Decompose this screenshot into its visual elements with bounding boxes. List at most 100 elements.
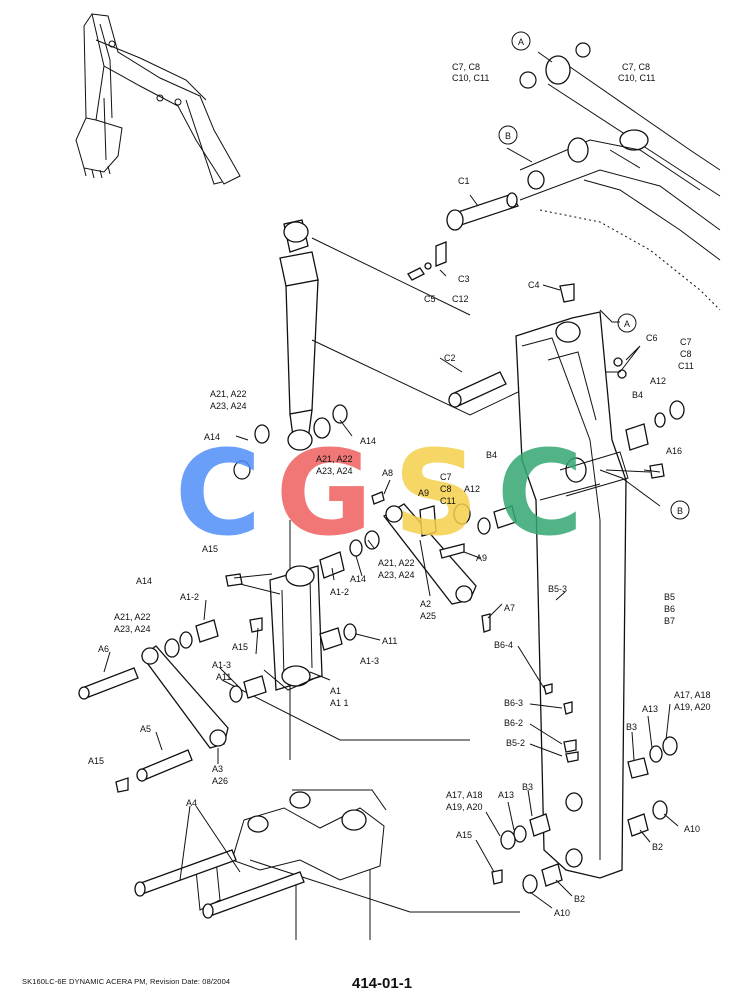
grease-a15-4 — [491, 869, 503, 885]
link-a2 — [383, 503, 477, 605]
washer-a10-mid — [522, 874, 538, 894]
arm-body — [515, 311, 629, 879]
label-c3: C3 — [458, 274, 470, 284]
pin-c2 — [448, 371, 507, 408]
label-a2: A2 — [420, 599, 431, 609]
label-c8-mid: C8 — [440, 484, 452, 494]
grease-a15-1 — [225, 573, 243, 587]
label-a5: A5 — [140, 724, 151, 734]
label-b6-3: B6-3 — [504, 698, 523, 708]
label-a15-2: A15 — [232, 642, 248, 652]
label-a1-2b: A1-2 — [330, 587, 349, 597]
bushing-b4 — [625, 423, 649, 451]
label-c11-mid: C11 — [440, 496, 456, 506]
shim-a11-a — [343, 623, 357, 641]
label-a1-2a: A1-2 — [180, 592, 199, 602]
ref-line-4 — [249, 859, 520, 913]
label-a19-right: A19, A20 — [674, 702, 711, 712]
label-a15-1: A15 — [202, 544, 218, 554]
label-a1-3a: A1-3 — [212, 660, 231, 670]
washer-a14-mid — [332, 404, 348, 424]
bucket-bracket — [195, 789, 387, 940]
callout-b-top: B — [498, 125, 518, 145]
shim-a13-mid — [513, 825, 527, 843]
callout-a-mid: A — [617, 313, 637, 333]
washer-a14-left — [233, 460, 251, 480]
label-a4: A4 — [186, 798, 197, 808]
washer-a21-b — [364, 530, 380, 550]
boom-tip-assembly — [519, 42, 721, 311]
bracket-a1 — [263, 565, 323, 691]
pin-a8 — [371, 491, 385, 505]
part-labels: C7, C8 C10, C11 C7, C8 C10, C11 C1 C3 C5… — [88, 62, 711, 918]
bushing-a1-2-top — [319, 551, 345, 579]
label-a14-4: A14 — [350, 574, 366, 584]
label-a15-3: A15 — [88, 756, 104, 766]
label-a23-mid2: A23, A24 — [378, 570, 415, 580]
washer-a21-mid — [313, 417, 331, 439]
bushing-a1-3-a — [319, 627, 343, 651]
ref-line-3 — [221, 679, 470, 741]
label-a3: A3 — [212, 764, 223, 774]
label-a14-1: A14 — [204, 432, 220, 442]
label-a7: A7 — [504, 603, 515, 613]
fitting-b6-2 — [563, 739, 577, 753]
label-a21-left1: A21, A22 — [210, 389, 247, 399]
svg-text:B: B — [505, 131, 511, 141]
shim-a12-mid — [477, 517, 491, 535]
label-a12-right: A12 — [650, 376, 666, 386]
washer-a10-right — [652, 800, 668, 820]
label-b6-4: B6-4 — [494, 640, 513, 650]
label-a19-mid: A19, A20 — [446, 802, 483, 812]
label-a25: A25 — [420, 611, 436, 621]
label-a17-mid: A17, A18 — [446, 790, 483, 800]
label-a23-mid1: A23, A24 — [316, 466, 353, 476]
svg-text:C: C — [175, 424, 262, 562]
grease-a15-3 — [115, 777, 129, 793]
pin-a4 — [134, 849, 305, 919]
plate-c3 — [435, 241, 447, 267]
label-a15-4: A15 — [456, 830, 472, 840]
label-c12: C12 — [452, 294, 469, 304]
label-c5: C5 — [424, 294, 436, 304]
bolt-c6-b — [617, 369, 627, 379]
label-c7: C7 — [680, 337, 692, 347]
svg-text:G: G — [276, 424, 373, 562]
svg-text:A: A — [624, 319, 630, 329]
cgsc-watermark: C G S C — [175, 424, 584, 562]
washer-a21-c — [164, 638, 180, 658]
label-a11-1: A11 — [382, 636, 397, 646]
shim-a12 — [654, 412, 666, 428]
label-a13-right: A13 — [642, 704, 658, 714]
callout-b-mid: B — [670, 500, 690, 520]
label-a9-2: A9 — [476, 553, 487, 563]
label-a10-mid: A10 — [554, 908, 570, 918]
label-b4-right: B4 — [632, 390, 643, 400]
washer-a17-mid — [500, 830, 516, 850]
label-a1: A1 — [330, 686, 341, 696]
label-a14-2: A14 — [360, 436, 376, 446]
label-b3-mid: B3 — [522, 782, 533, 792]
washer-c7 — [669, 400, 685, 420]
arm-cylinder — [279, 219, 319, 451]
label-c1: C1 — [458, 176, 470, 186]
inset-arm-illustration — [75, 13, 241, 185]
washer-a21-left — [254, 424, 270, 444]
leader-lines — [103, 51, 679, 909]
label-a23-left2: A23, A24 — [114, 624, 151, 634]
label-a10-right: A10 — [684, 824, 700, 834]
label-a21-mid1: A21, A22 — [316, 454, 353, 464]
label-c10c11-left: C10, C11 — [452, 73, 489, 83]
washer-c7-mid — [453, 503, 471, 525]
label-a6: A6 — [98, 644, 109, 654]
washer-a17-right — [662, 736, 678, 756]
label-b7: B7 — [664, 616, 675, 626]
grease-b6-4 — [543, 683, 553, 695]
bolt-c4 — [559, 283, 575, 303]
label-a9-1: A9 — [418, 488, 429, 498]
label-a17-right: A17, A18 — [674, 690, 711, 700]
label-c4: C4 — [528, 280, 540, 290]
label-a23-left1: A23, A24 — [210, 401, 247, 411]
label-a26: A26 — [212, 776, 228, 786]
